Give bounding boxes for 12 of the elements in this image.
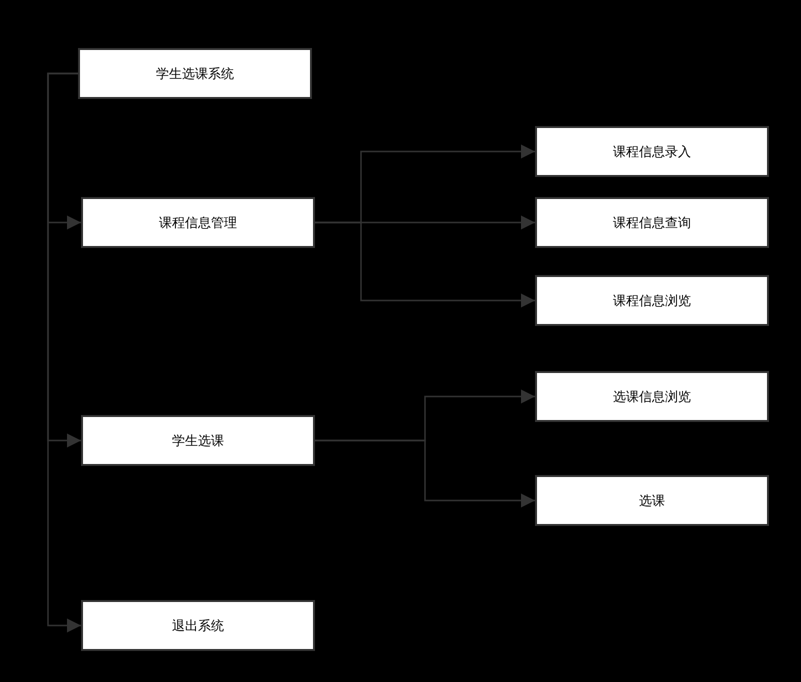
process-box: 选课 xyxy=(535,475,769,526)
process-box: 学生选课系统 xyxy=(78,48,312,99)
process-box: 课程信息查询 xyxy=(535,197,769,248)
arrow xyxy=(47,72,81,632)
process-box: 课程信息录入 xyxy=(535,126,769,177)
process-box: 选课信息浏览 xyxy=(535,371,769,422)
process-box: 课程信息浏览 xyxy=(535,275,769,326)
process-box: 课程信息管理 xyxy=(81,197,315,248)
arrow xyxy=(315,440,535,508)
arrow xyxy=(315,222,535,308)
process-box: 退出系统 xyxy=(81,600,315,651)
process-box: 学生选课 xyxy=(81,415,315,466)
